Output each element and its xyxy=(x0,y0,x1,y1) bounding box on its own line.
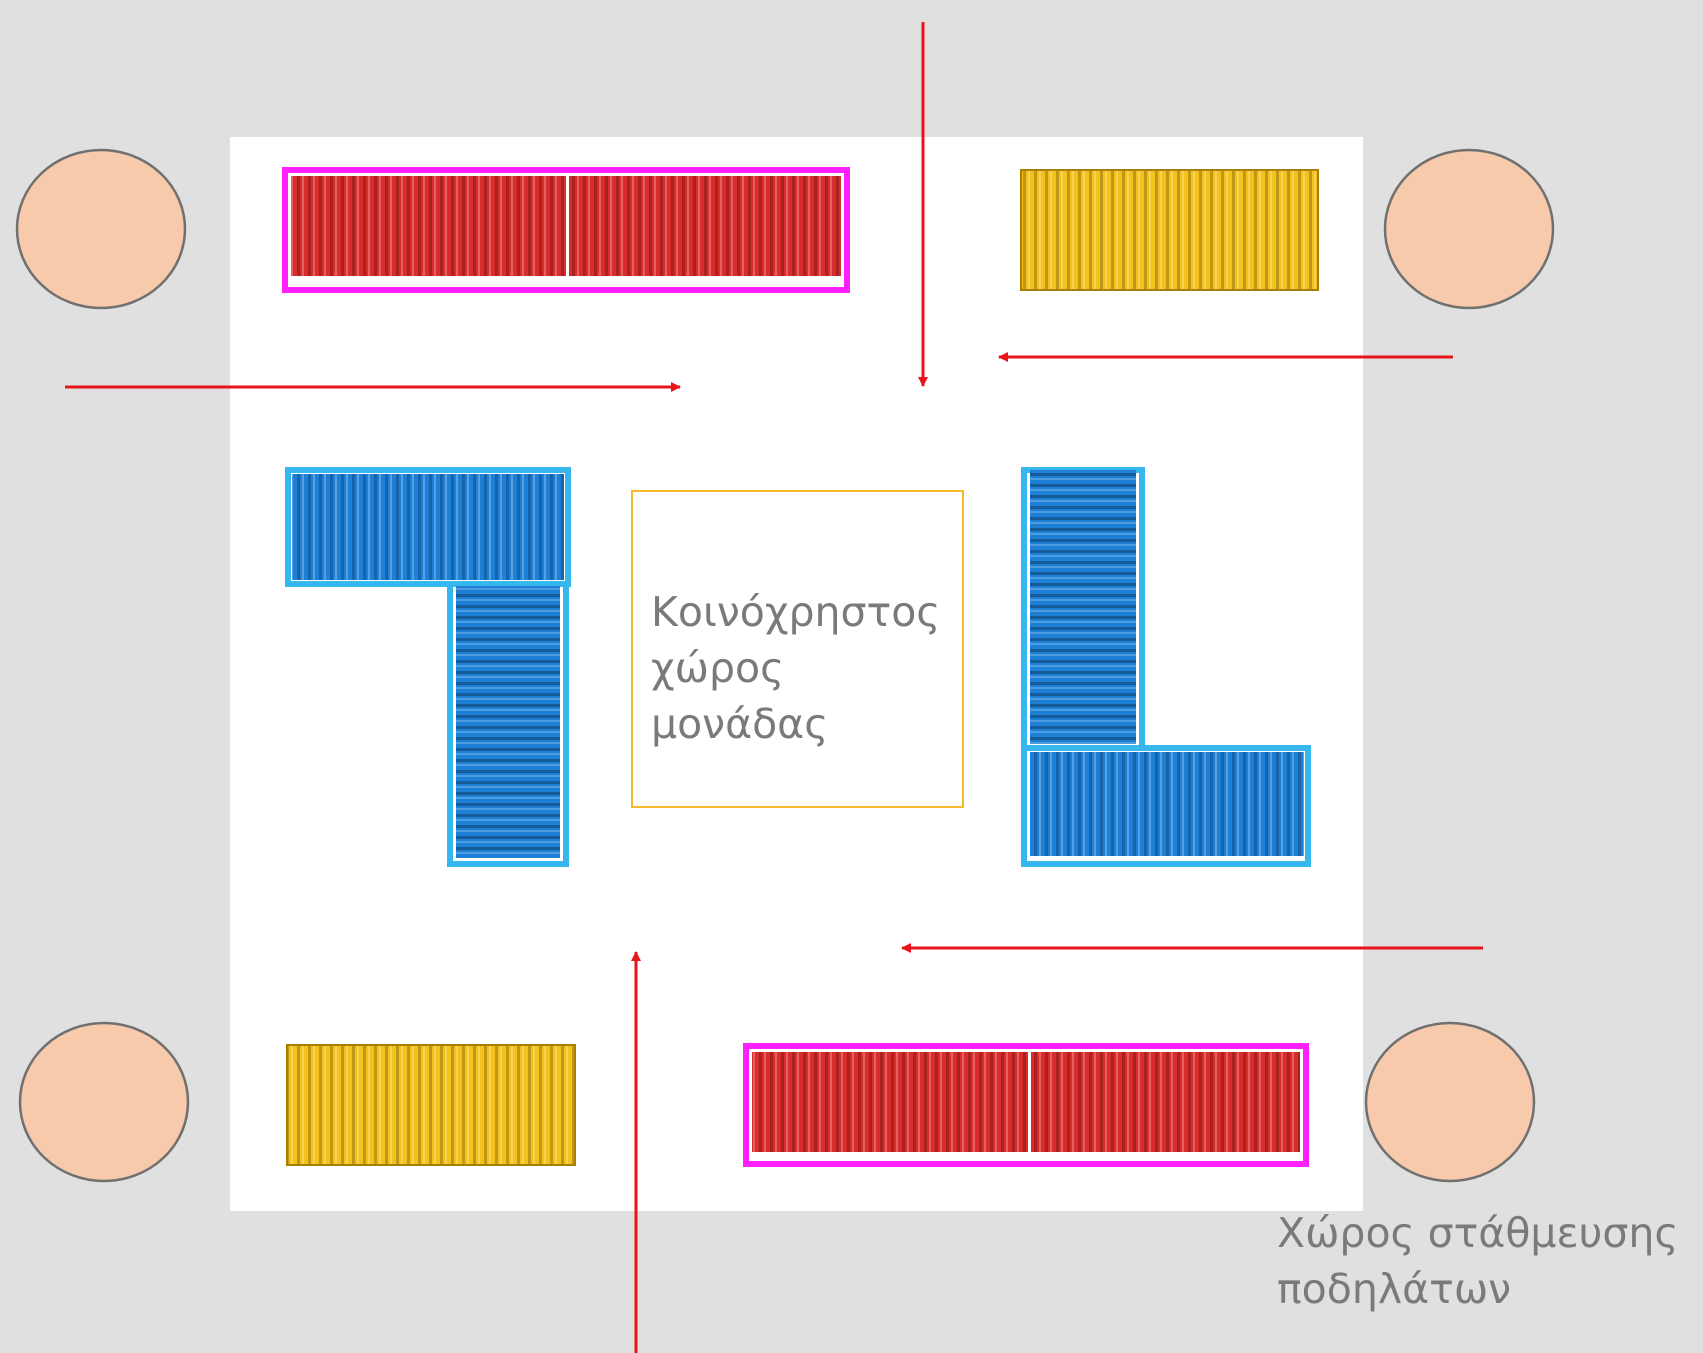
common-area-line-1: Κοινόχρηστος xyxy=(651,588,941,636)
red-container-top xyxy=(282,167,850,293)
bike-parking-line-2: ποδηλάτων xyxy=(1277,1265,1512,1313)
common-area-line-2: χώρος xyxy=(651,644,785,692)
bike-parking-circle-bottom-right xyxy=(1364,1021,1536,1183)
common-area-label: Κοινόχρηστος χώρος μονάδας xyxy=(651,584,940,752)
bike-parking-circle-top-left xyxy=(15,148,187,310)
bike-parking-circle-top-right xyxy=(1383,148,1555,310)
common-area-box: Κοινόχρηστος χώρος μονάδας xyxy=(631,490,964,808)
bike-parking-label: Χώρος στάθμευσης ποδηλάτων xyxy=(1277,1205,1678,1317)
red-container-bottom xyxy=(743,1043,1309,1167)
yellow-container-top xyxy=(1020,169,1319,291)
blue-container-left-horizontal xyxy=(285,467,571,587)
yellow-container-bottom xyxy=(286,1044,576,1166)
bike-parking-line-1: Χώρος στάθμευσης xyxy=(1277,1209,1679,1257)
bike-parking-circle-bottom-left xyxy=(18,1021,190,1183)
blue-container-left-vertical xyxy=(447,581,569,867)
blue-container-right-vertical xyxy=(1021,467,1145,751)
blue-container-right-horizontal xyxy=(1021,745,1311,867)
common-area-line-3: μονάδας xyxy=(651,700,829,748)
